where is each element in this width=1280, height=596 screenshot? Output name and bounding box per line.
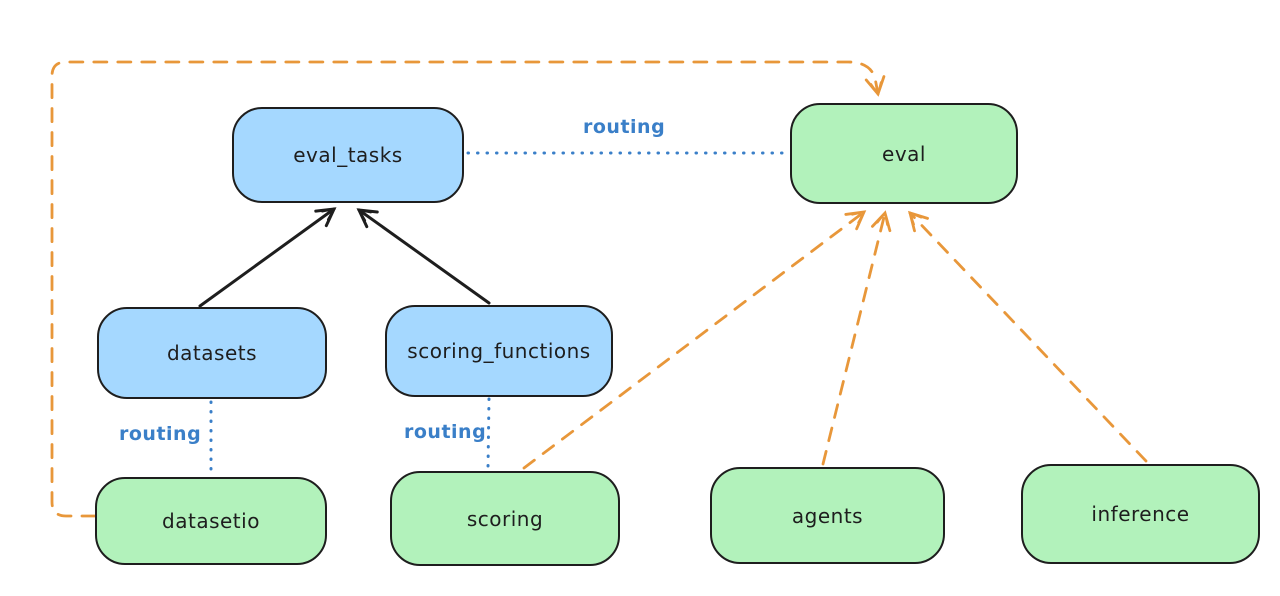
node-eval-label: eval	[882, 141, 926, 166]
routing-label-scoring-functions-scoring: routing	[404, 421, 487, 443]
node-datasets: datasets	[97, 307, 327, 399]
edge-agents-to-eval	[821, 210, 892, 466]
edge-datasets-to-eval-tasks	[198, 207, 337, 308]
node-eval-tasks: eval_tasks	[232, 107, 464, 203]
edge-datasetio-to-eval	[50, 60, 886, 518]
routing-label-eval-tasks-eval: routing	[583, 116, 666, 138]
node-scoring-label: scoring	[466, 506, 544, 531]
node-datasetio-label: datasetio	[162, 509, 260, 533]
node-inference: inference	[1021, 464, 1260, 564]
node-eval-tasks-label: eval_tasks	[293, 143, 403, 167]
node-datasetio: datasetio	[95, 477, 327, 565]
edge-inference-to-eval	[908, 210, 1148, 463]
edge-scoring-functions-to-eval-tasks	[356, 208, 491, 305]
edge-scoring-functions-to-scoring	[486, 397, 491, 470]
edge-scoring-to-eval	[522, 210, 867, 470]
node-eval: eval	[790, 103, 1018, 204]
node-scoring-functions: scoring_functions	[385, 305, 613, 397]
routing-label-datasets-datasetio: routing	[119, 423, 202, 445]
node-agents: agents	[710, 467, 945, 564]
node-scoring: scoring	[390, 471, 620, 566]
node-scoring-functions-label: scoring_functions	[407, 339, 591, 363]
node-agents-label: agents	[791, 503, 864, 528]
node-datasets-label: datasets	[166, 341, 258, 365]
node-inference-label: inference	[1091, 502, 1190, 526]
